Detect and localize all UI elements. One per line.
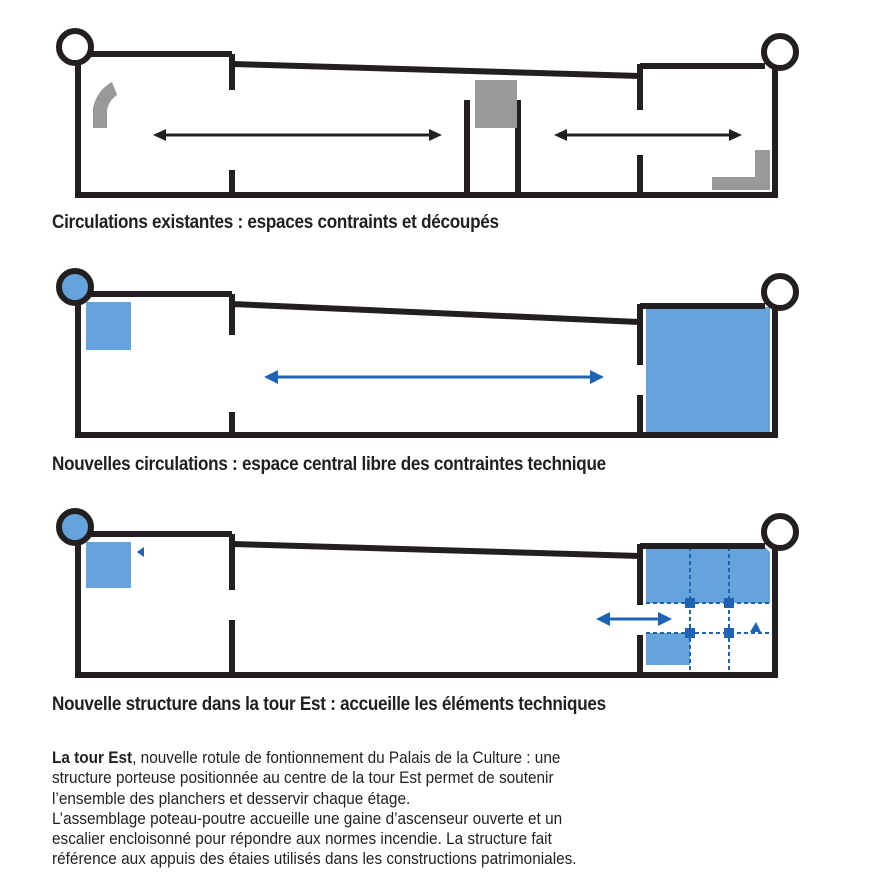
circulation-arrows xyxy=(153,129,742,141)
description-lead: La tour Est xyxy=(52,749,133,767)
blue-zone-left xyxy=(86,302,131,350)
diagram-2-caption: Nouvelles circulations : espace central … xyxy=(52,454,606,475)
walls xyxy=(75,51,778,198)
description-line: l’ensemble des planchers et desservir ch… xyxy=(52,789,411,808)
triangle-marker xyxy=(137,547,144,557)
existing-circulation-plan xyxy=(56,28,799,198)
walls xyxy=(75,291,778,438)
circulation-arrow xyxy=(264,370,604,384)
right-turret xyxy=(761,273,799,311)
structure-grid xyxy=(646,547,770,675)
stair-right xyxy=(712,150,770,190)
blue-zone-left xyxy=(86,542,131,588)
elevator-shaft xyxy=(475,80,517,128)
description-paragraph: La tour Est, nouvelle rotule de fontionn… xyxy=(52,748,647,870)
left-turret xyxy=(56,508,94,546)
columns xyxy=(685,598,734,638)
blue-zone-tower-top xyxy=(646,547,770,603)
right-turret xyxy=(761,513,799,551)
new-circulation-plan xyxy=(56,268,799,438)
blue-zone-tower-bottom xyxy=(646,633,690,665)
triangle-marker xyxy=(750,622,761,632)
description-line: structure porteuse positionnée au centre… xyxy=(52,769,554,788)
description-line: L’assemblage poteau-poutre accueille une… xyxy=(52,809,563,828)
walls xyxy=(75,531,778,678)
description-line: escalier encloisonné pour répondre aux n… xyxy=(52,830,552,849)
description-line: , nouvelle rotule de fontionnement du Pa… xyxy=(132,749,561,767)
right-turret xyxy=(761,33,799,71)
diagram-3-caption: Nouvelle structure dans la tour Est : ac… xyxy=(52,694,606,715)
blue-zone-tower xyxy=(646,307,770,435)
description-line: référence aux appuis des étaies utilisés… xyxy=(52,850,577,869)
diagram-1-caption: Circulations existantes : espaces contra… xyxy=(52,212,499,233)
circulation-arrow xyxy=(596,612,672,626)
new-structure-plan xyxy=(56,508,799,678)
left-turret xyxy=(56,28,94,66)
stair-left xyxy=(93,82,117,128)
left-turret xyxy=(56,268,94,306)
